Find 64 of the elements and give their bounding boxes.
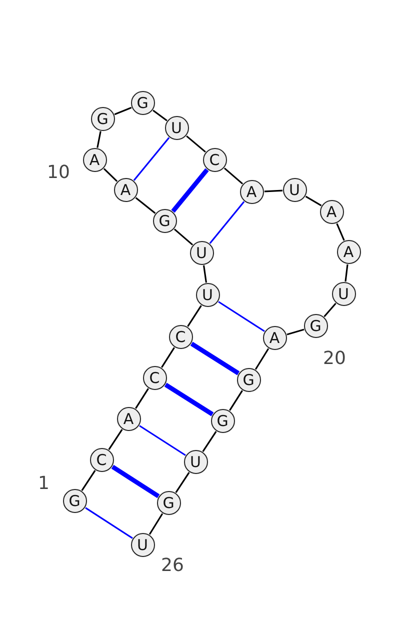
backbone-line (324, 302, 336, 318)
backbone-line (264, 190, 283, 192)
position-number: 20 (323, 350, 346, 368)
nucleotide-circle: A (114, 178, 138, 202)
backbone-line (108, 429, 123, 450)
nucleotide-circle: U (190, 240, 214, 264)
backbone-line (286, 328, 304, 336)
backbone-line (336, 223, 345, 241)
position-number: 1 (38, 475, 50, 493)
nucleotide-circle: G (210, 408, 234, 432)
backbone-line (148, 513, 164, 535)
nucleotide-circle: U (282, 178, 306, 202)
nucleotide-circle: A (116, 406, 140, 430)
backbone-line (224, 168, 244, 184)
nucleotide-circle: G (156, 490, 180, 514)
backbone-line (135, 197, 156, 214)
nucleotide-circle: C (202, 148, 226, 172)
nucleotide-circle: G (62, 488, 86, 512)
backbone-line (202, 265, 208, 283)
base-pair-line (85, 507, 133, 539)
base-pair-line (190, 342, 240, 376)
base-pair-line (218, 301, 265, 332)
backbone-line (254, 348, 270, 370)
backbone-line (229, 390, 243, 411)
nucleotide-circle: U (184, 450, 208, 474)
nucleotide-circle: A (262, 326, 286, 350)
base-pair-line (209, 201, 245, 244)
backbone-line (96, 131, 102, 148)
backbone-line (103, 168, 118, 182)
nucleotide-circle: C (168, 324, 192, 348)
nucleotide-circle: A (320, 200, 344, 224)
nucleotide-circle: U (196, 282, 220, 306)
nucleotide-circle: G (236, 368, 260, 392)
nucleotide-circle: G (304, 314, 328, 338)
nucleotide-circle: G (90, 106, 114, 130)
base-pair-line (111, 464, 160, 498)
backbone-line (202, 431, 217, 452)
position-number: 10 (47, 164, 70, 182)
nucleotide-circle: A (336, 240, 360, 264)
base-pair-line (164, 382, 214, 416)
nucleotide-circle: G (152, 208, 176, 232)
backbone-line (161, 347, 175, 368)
backbone-line (344, 264, 348, 282)
nucleotide-circle: G (130, 90, 154, 114)
backbone-line (135, 388, 149, 409)
backbone-line (152, 110, 168, 122)
nucleotide-circle: U (130, 532, 154, 556)
nucleotide-circle: C (142, 366, 166, 390)
nucleotide-circle: A (82, 148, 106, 172)
base-pair-line (133, 137, 170, 181)
nucleotide-circle: U (164, 116, 188, 140)
position-number: 26 (161, 557, 184, 575)
backbone-line (187, 305, 202, 327)
backbone-line (186, 135, 206, 153)
nucleotide-circle: U (332, 282, 356, 306)
nucleotide-circle: C (90, 448, 114, 472)
backbone-line (174, 228, 194, 246)
backbone-line (81, 470, 96, 491)
base-pair-line (139, 425, 186, 456)
nucleotide-circle: A (240, 180, 264, 204)
base-pair-line (171, 168, 209, 213)
backbone-line (114, 106, 132, 116)
backbone-line (175, 472, 190, 493)
backbone-line (305, 196, 322, 206)
